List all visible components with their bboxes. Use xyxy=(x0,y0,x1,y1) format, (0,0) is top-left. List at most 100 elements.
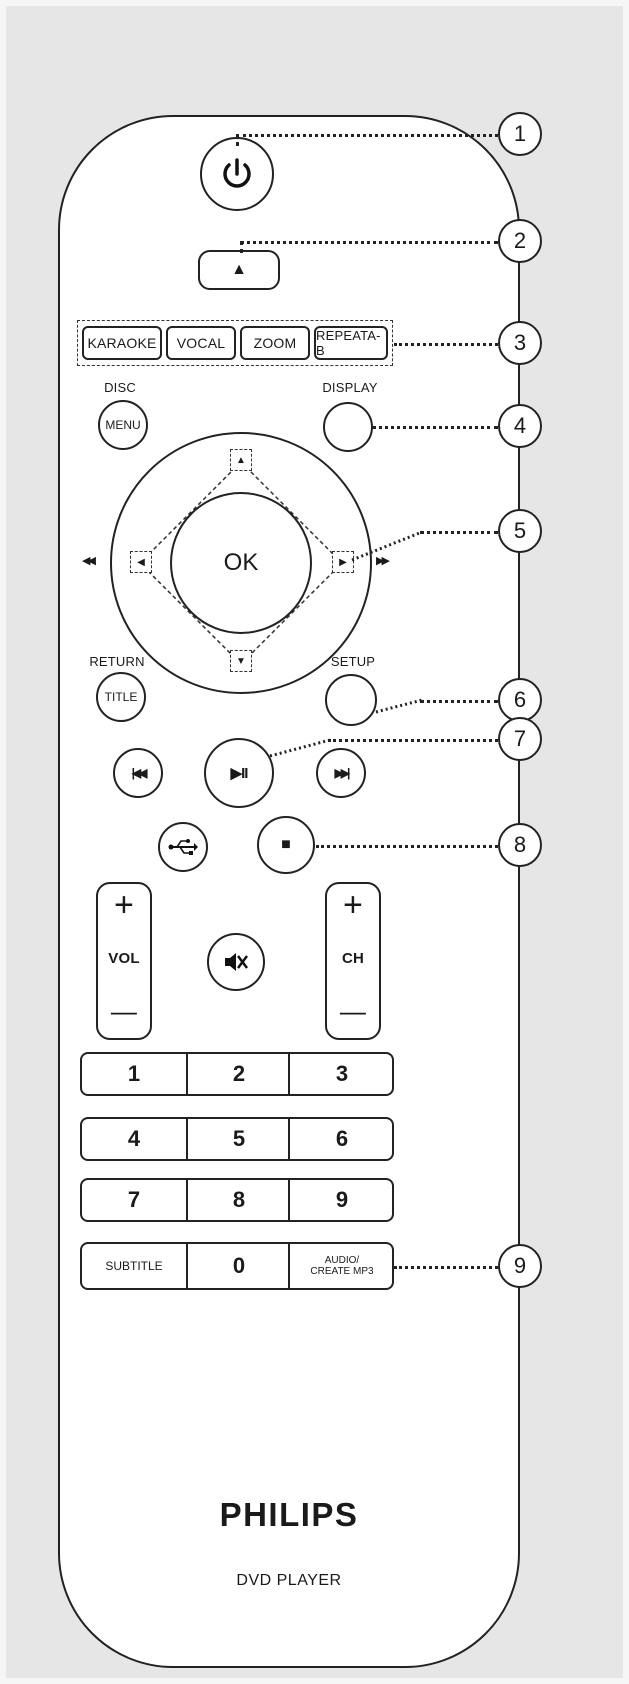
volume-rocker[interactable]: + VOL — xyxy=(96,882,152,1040)
usb-button[interactable] xyxy=(158,822,208,872)
callout-3-label: 3 xyxy=(513,330,527,355)
callout-4-leader xyxy=(372,426,498,429)
nav-down-button[interactable]: ▼ xyxy=(230,650,252,672)
key-1[interactable]: 1 xyxy=(82,1054,186,1094)
brand-logo: PHILIPS xyxy=(219,1496,359,1533)
karaoke-button[interactable]: KARAOKE xyxy=(82,326,162,360)
fast-forward-icon: ▶▶ xyxy=(376,555,390,567)
stop-icon: ■ xyxy=(281,836,291,853)
callout-5: 5 xyxy=(498,509,542,553)
callout-7: 7 xyxy=(498,717,542,761)
mute-button[interactable] xyxy=(207,933,265,991)
key-5[interactable]: 5 xyxy=(186,1119,290,1159)
disc-menu-button[interactable]: MENU xyxy=(98,400,148,450)
key-3-label: 3 xyxy=(335,1061,349,1086)
callout-1-leader xyxy=(236,134,498,137)
title-button[interactable]: TITLE xyxy=(96,672,146,722)
callout-8-leader xyxy=(316,845,498,848)
key-8-label: 8 xyxy=(232,1187,246,1212)
callout-1-label: 1 xyxy=(513,121,527,146)
setup-button[interactable] xyxy=(325,674,377,726)
play-pause-button[interactable]: ▶II xyxy=(204,738,274,808)
stop-button[interactable]: ■ xyxy=(257,816,315,874)
key-9[interactable]: 9 xyxy=(288,1180,394,1220)
keypad-row-3: 7 8 9 xyxy=(80,1178,394,1222)
vol-label: VOL xyxy=(108,950,140,967)
key-9-label: 9 xyxy=(335,1187,349,1212)
ch-label: CH xyxy=(341,950,365,967)
keypad-row-4: SUBTITLE 0 AUDIO/ CREATE MP3 xyxy=(80,1242,394,1290)
callout-9-label: 9 xyxy=(513,1253,527,1278)
callout-6-leader-diag xyxy=(375,698,423,714)
usb-icon xyxy=(168,839,198,855)
zoom-label: ZOOM xyxy=(253,335,297,351)
display-label: DISPLAY xyxy=(322,380,378,395)
previous-button[interactable]: |◀◀ xyxy=(113,748,163,798)
key-0-label: 0 xyxy=(232,1253,246,1278)
callout-4: 4 xyxy=(498,404,542,448)
callout-6-leader xyxy=(420,700,498,703)
next-button[interactable]: ▶▶| xyxy=(316,748,366,798)
key-2-label: 2 xyxy=(232,1061,246,1086)
subtitle-label: SUBTITLE xyxy=(105,1259,163,1273)
nav-right-button[interactable]: ▶ xyxy=(332,551,354,573)
keypad-row-2: 4 5 6 xyxy=(80,1117,394,1161)
key-1-label: 1 xyxy=(127,1061,141,1086)
key-3[interactable]: 3 xyxy=(288,1054,394,1094)
karaoke-label: KARAOKE xyxy=(87,335,157,351)
callout-9: 9 xyxy=(498,1244,542,1288)
callout-3-leader xyxy=(394,343,498,346)
audio-create-mp3-button[interactable]: AUDIO/ CREATE MP3 xyxy=(288,1244,394,1288)
zoom-button[interactable]: ZOOM xyxy=(240,326,310,360)
return-label: RETURN xyxy=(89,654,145,669)
key-8[interactable]: 8 xyxy=(186,1180,290,1220)
subtitle-button[interactable]: SUBTITLE xyxy=(82,1244,186,1288)
nav-up-button[interactable]: ▲ xyxy=(230,449,252,471)
callout-5-leader-diag xyxy=(351,530,423,562)
key-7[interactable]: 7 xyxy=(82,1180,186,1220)
key-0[interactable]: 0 xyxy=(186,1244,290,1288)
callout-7-leader xyxy=(328,739,498,742)
title-label: TITLE xyxy=(104,690,138,704)
repeat-ab-button[interactable]: REPEATA-B xyxy=(314,326,388,360)
callout-9-leader xyxy=(394,1266,498,1269)
callout-4-label: 4 xyxy=(513,413,527,438)
rewind-icon: ◀◀ xyxy=(82,555,96,567)
power-icon xyxy=(223,158,251,188)
play-pause-icon: ▶II xyxy=(230,765,249,782)
ok-label: OK xyxy=(223,549,259,576)
ok-button[interactable]: OK xyxy=(170,492,312,634)
key-6[interactable]: 6 xyxy=(288,1119,394,1159)
channel-down-icon: — xyxy=(339,996,367,1026)
callout-6: 6 xyxy=(498,678,542,722)
channel-up-icon: + xyxy=(342,886,364,924)
power-button[interactable] xyxy=(200,137,274,211)
eject-button[interactable]: ▲ xyxy=(198,250,280,290)
key-6-label: 6 xyxy=(335,1126,349,1151)
model-label: DVD PLAYER xyxy=(236,1572,342,1589)
function-button-group: KARAOKE VOCAL ZOOM REPEATA-B xyxy=(77,320,393,366)
callout-8-label: 8 xyxy=(513,832,527,857)
callout-2: 2 xyxy=(498,219,542,263)
callout-7-label: 7 xyxy=(513,726,527,751)
key-4-label: 4 xyxy=(127,1126,141,1151)
create-mp3-label: CREATE MP3 xyxy=(310,1266,374,1277)
volume-down-icon: — xyxy=(110,996,138,1026)
mute-icon xyxy=(225,953,248,971)
callout-2-leader-drop xyxy=(240,241,243,253)
key-5-label: 5 xyxy=(232,1126,246,1151)
repeat-ab-label: REPEATA-B xyxy=(316,328,381,358)
callout-5-label: 5 xyxy=(513,518,527,543)
key-4[interactable]: 4 xyxy=(82,1119,186,1159)
key-7-label: 7 xyxy=(127,1187,141,1212)
eject-icon: ▲ xyxy=(231,261,247,278)
channel-rocker[interactable]: + CH — xyxy=(325,882,381,1040)
key-2[interactable]: 2 xyxy=(186,1054,290,1094)
callout-1-leader-drop xyxy=(236,134,239,146)
vocal-button[interactable]: VOCAL xyxy=(166,326,236,360)
setup-label: SETUP xyxy=(330,654,376,669)
menu-label: MENU xyxy=(105,418,141,432)
callout-1: 1 xyxy=(498,112,542,156)
nav-left-button[interactable]: ◀ xyxy=(130,551,152,573)
